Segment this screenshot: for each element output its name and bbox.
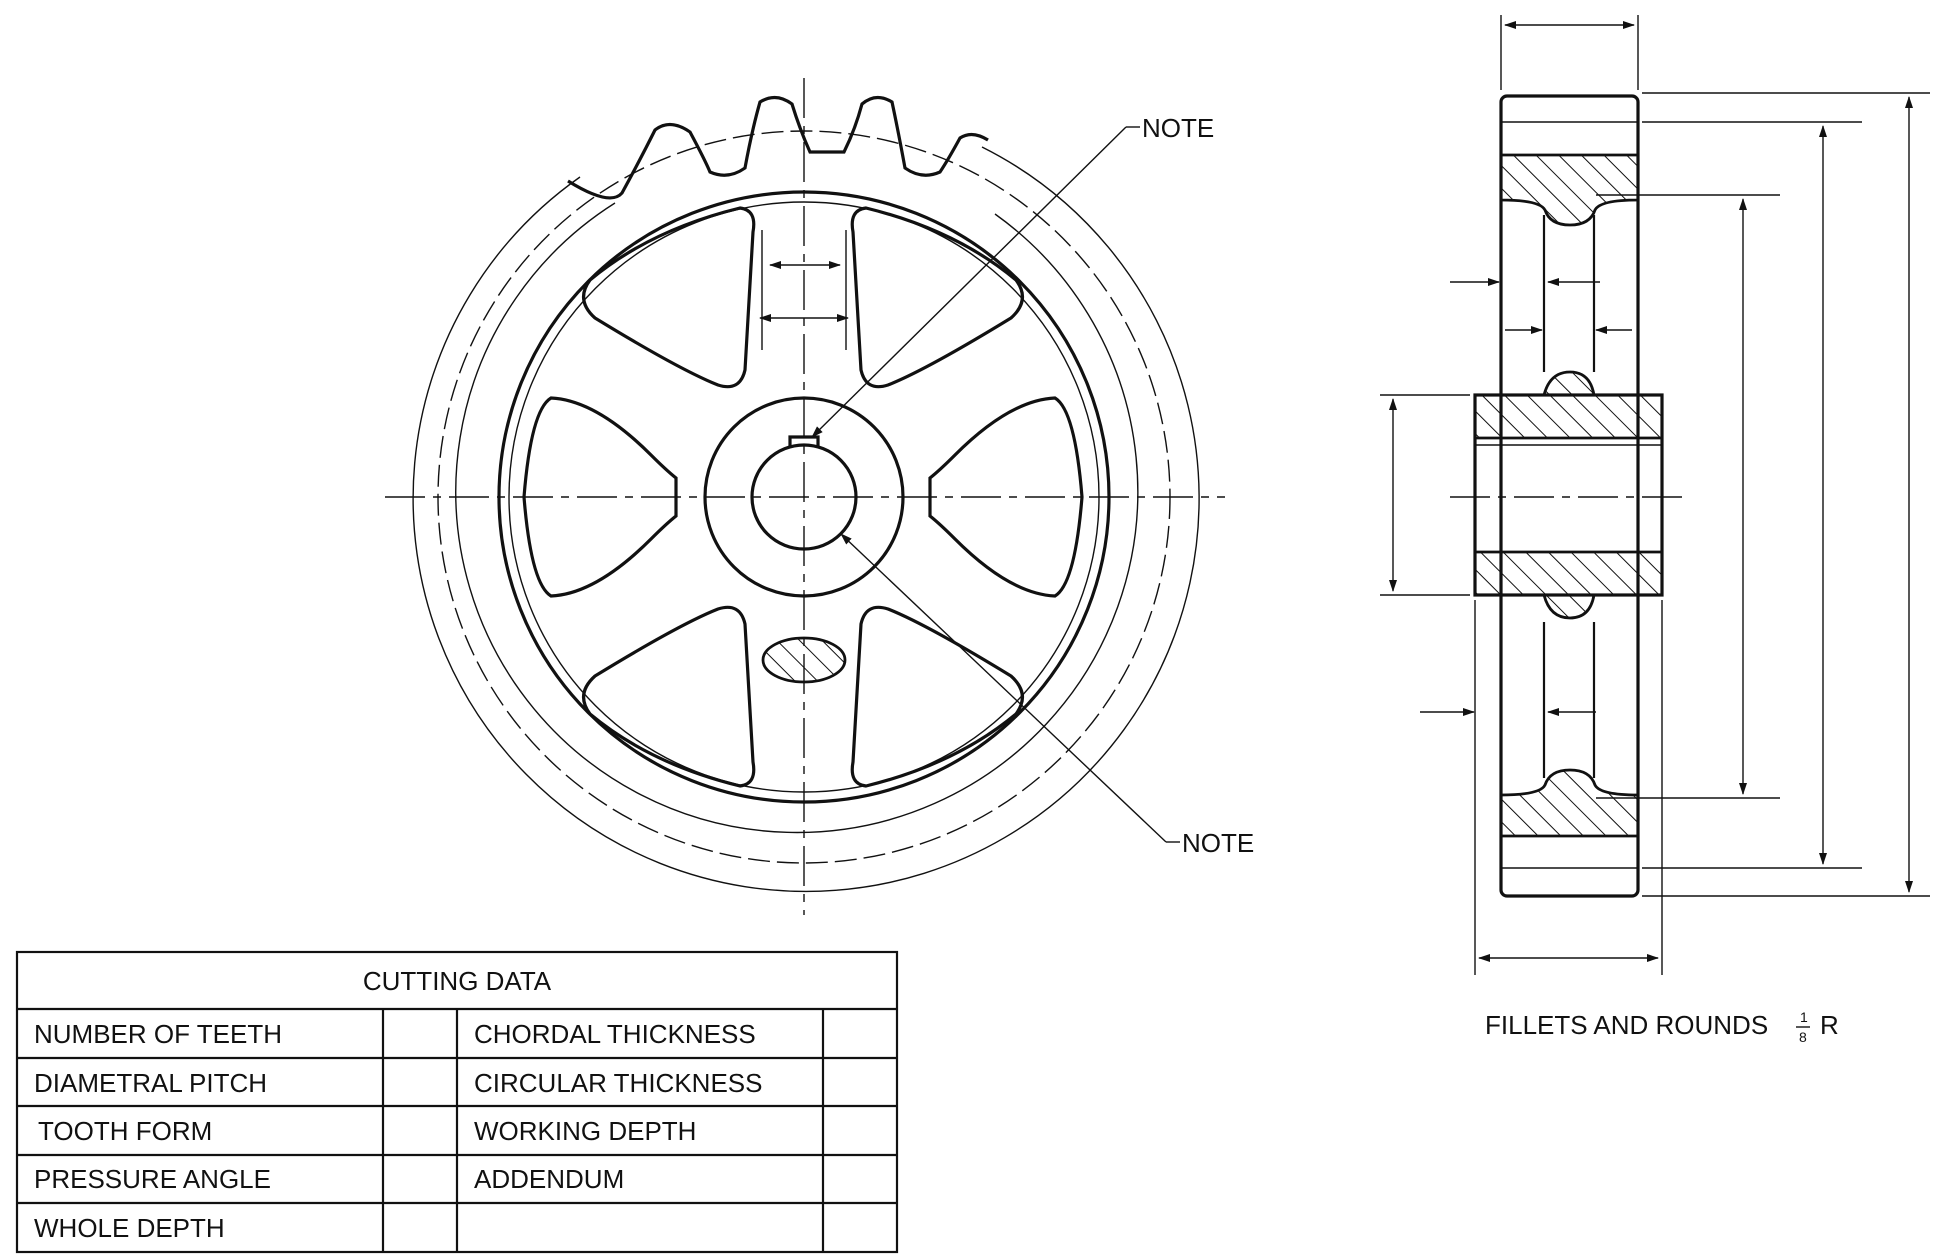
note-bottom-leader (840, 533, 1167, 843)
table-cell-label: CIRCULAR THICKNESS (474, 1068, 762, 1098)
table-cell-label: WORKING DEPTH (474, 1116, 696, 1146)
hub-hatch-top (1473, 370, 1664, 440)
web-opening (850, 206, 1024, 389)
keyway (788, 435, 820, 447)
web-opening (582, 605, 756, 788)
table-cell-label: TOOTH FORM (38, 1116, 212, 1146)
rim-hatch-top (1499, 153, 1640, 227)
side-section-view: FILLETS AND ROUNDS 1 8 R (1380, 15, 1930, 1045)
spoke-openings (522, 206, 1084, 788)
spoke-section (761, 636, 847, 684)
web-opening (850, 605, 1024, 788)
fillets-fraction-numerator: 1 (1800, 1009, 1808, 1025)
pitch-circle (437, 130, 1171, 864)
fillets-fraction-denominator: 8 (1799, 1029, 1807, 1045)
fillets-label: FILLETS AND ROUNDS (1485, 1010, 1768, 1040)
fillets-unit: R (1820, 1010, 1839, 1040)
table-cell-label: DIAMETRAL PITCH (34, 1068, 267, 1098)
web-opening (928, 396, 1084, 598)
note-top-label: NOTE (1142, 113, 1214, 143)
web-opening (522, 396, 678, 598)
web-opening (582, 206, 756, 389)
hub (703, 396, 905, 598)
bore (750, 443, 858, 551)
table-cell-label: CHORDAL THICKNESS (474, 1019, 756, 1049)
table-cell-label: NUMBER OF TEETH (34, 1019, 282, 1049)
rim-section (1499, 94, 1640, 898)
note-bottom-label: NOTE (1182, 828, 1254, 858)
front-view: NOTE NOTE (385, 78, 1254, 915)
table-cell-label: PRESSURE ANGLE (34, 1164, 271, 1194)
rim-hatch-bottom (1499, 768, 1640, 838)
gear-teeth (567, 95, 989, 200)
table-cell-label: WHOLE DEPTH (34, 1213, 225, 1243)
rim-inner (508, 201, 1100, 793)
hub-hatch-bottom (1473, 550, 1664, 620)
cutting-data-table: CUTTING DATA NUMBER OF TEETH CHORDAL THI… (15, 950, 899, 1254)
table-title: CUTTING DATA (363, 966, 552, 996)
rim-outer (497, 190, 1111, 804)
addendum-circle (412, 146, 1200, 893)
note-top-leader (811, 126, 1127, 438)
root-circle (455, 202, 1139, 834)
table-cell-label: ADDENDUM (474, 1164, 624, 1194)
